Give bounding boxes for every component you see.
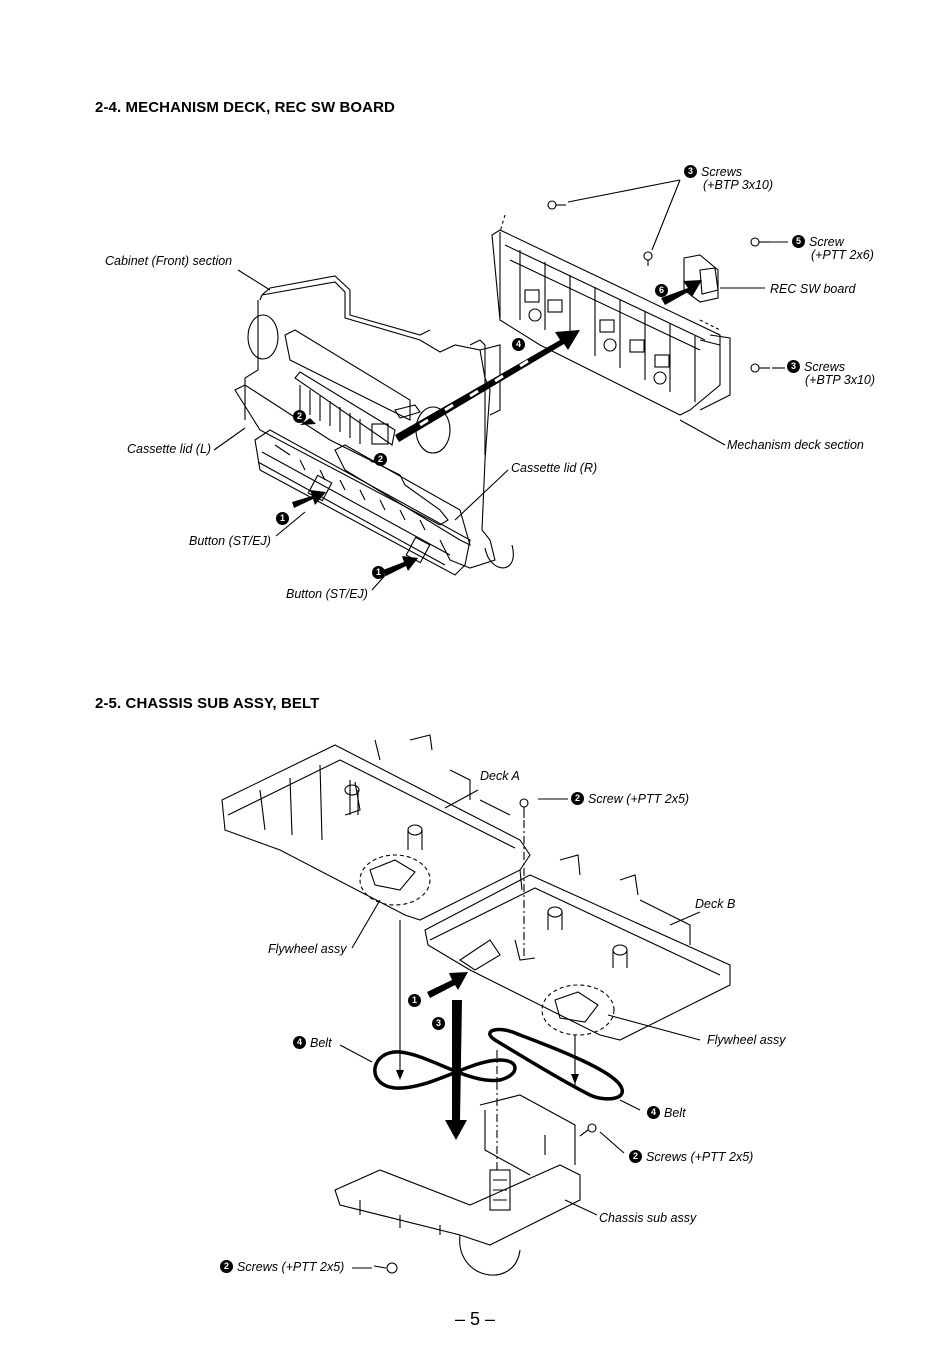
screw-icon: [373, 1262, 398, 1274]
label-screws-bottom-spec: (+BTP 3x10): [805, 373, 876, 387]
label-cabinet-front: Cabinet (Front) section: [105, 254, 233, 268]
step-number-1: 1: [408, 994, 421, 1007]
cabinet-front-drawing: [244, 275, 514, 576]
label-flywheel-assy-left: Flywheel assy: [268, 942, 347, 956]
step-number-2b: 2: [374, 453, 387, 466]
screw-icon: [519, 798, 529, 818]
deck-b-drawing: [424, 854, 731, 1041]
screw-icon: [750, 363, 770, 373]
page-number: – 5 –: [454, 1309, 496, 1329]
mechanism-deck-drawing: [491, 214, 731, 416]
section-heading-2-5: 2-5. CHASSIS SUB ASSY, BELT: [95, 695, 320, 712]
label-flywheel-assy-right: Flywheel assy: [707, 1033, 786, 1047]
label-button-st-ej-2: Button (ST/EJ): [286, 587, 368, 601]
label-deck-b: Deck B: [695, 897, 736, 911]
belt-right-drawing: [488, 1027, 624, 1101]
step-number-1a: 1: [276, 512, 289, 525]
cassette-lid-r-drawing: [334, 444, 471, 547]
screw-icon: [643, 251, 653, 266]
label-screws-top-spec: (+BTP 3x10): [703, 178, 774, 192]
label-mechanism-deck-section: Mechanism deck section: [727, 438, 864, 452]
step-number-4: 4: [512, 338, 525, 351]
step-number-1b: 1: [372, 566, 385, 579]
section-heading-2-4: 2-4. MECHANISM DECK, REC SW BOARD: [95, 99, 395, 116]
label-cassette-lid-l: Cassette lid (L): [127, 442, 212, 456]
label-button-st-ej-1: Button (ST/EJ): [189, 534, 271, 548]
deck-a-drawing: [221, 734, 531, 921]
label-chassis-sub-assy: Chassis sub assy: [599, 1211, 697, 1225]
cassette-lid-l-drawing: [234, 384, 449, 526]
screw-icon: [547, 200, 566, 210]
label-screw-ptt-spec: (+PTT 2x6): [811, 248, 874, 262]
label-rec-sw-board: REC SW board: [770, 282, 856, 296]
step-number-2a: 2: [293, 410, 306, 423]
belt-left-drawing: [373, 1050, 517, 1090]
step-number-6: 6: [655, 284, 668, 297]
label-deck-a: Deck A: [480, 769, 520, 783]
label-cassette-lid-r: Cassette lid (R): [511, 461, 598, 475]
chassis-sub-assy-drawing: [334, 1094, 581, 1276]
screw-icon: [579, 1123, 597, 1137]
step-number-3: 3: [432, 1017, 445, 1030]
screw-icon: [750, 237, 770, 247]
